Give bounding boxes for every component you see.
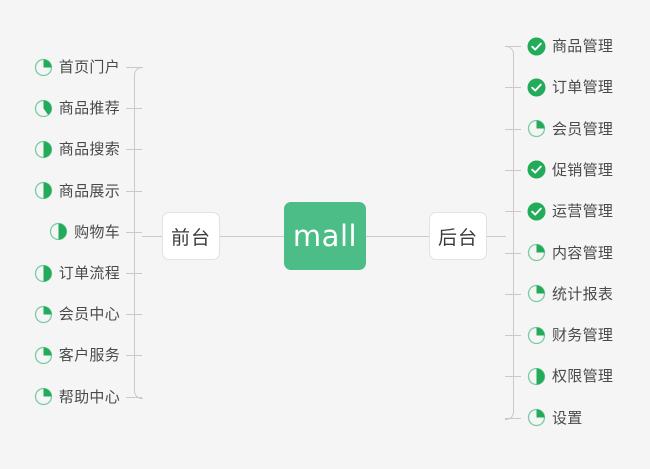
leaf-frontend-0[interactable]: 首页门户 (34, 55, 120, 79)
connector-stub (126, 67, 142, 68)
leaf-label: 会员管理 (552, 119, 614, 138)
progress-pie-icon (34, 58, 53, 77)
check-circle-icon (527, 160, 546, 179)
branch-bracket (505, 46, 514, 420)
leaf-frontend-8[interactable]: 帮助中心 (34, 385, 120, 409)
leaf-label: 运营管理 (552, 202, 614, 221)
branch-bracket (134, 67, 143, 399)
leaf-frontend-2[interactable]: 商品搜索 (34, 137, 120, 161)
leaf-label: 帮助中心 (58, 387, 120, 406)
leaf-frontend-7[interactable]: 客户服务 (34, 343, 120, 367)
check-circle-icon (527, 78, 546, 97)
leaf-label: 订单管理 (552, 78, 614, 97)
check-circle-icon (527, 37, 546, 56)
leaf-backend-1[interactable]: 订单管理 (527, 75, 613, 99)
check-circle-icon (527, 202, 546, 221)
leaf-label: 促销管理 (552, 160, 614, 179)
leaf-label: 会员中心 (58, 305, 120, 324)
leaf-label: 设置 (552, 408, 583, 427)
progress-pie-icon (527, 367, 546, 386)
leaf-frontend-6[interactable]: 会员中心 (34, 302, 120, 326)
leaf-label: 商品搜索 (58, 140, 120, 159)
node-root-mall[interactable]: mall (284, 202, 366, 270)
progress-pie-icon (34, 305, 53, 324)
leaf-label: 首页门户 (58, 58, 120, 76)
link-backend-to-bracket (487, 236, 506, 237)
connector-stub (505, 46, 521, 47)
connector-stub (505, 418, 521, 419)
link-frontend-to-bracket (142, 236, 162, 237)
progress-pie-icon (527, 284, 546, 303)
progress-pie-icon (34, 387, 53, 406)
leaf-backend-3[interactable]: 促销管理 (527, 158, 613, 182)
progress-pie-icon (34, 181, 53, 200)
link-root-to-backend (366, 236, 429, 237)
leaf-frontend-4[interactable]: 购物车 (49, 220, 120, 244)
leaf-label: 客户服务 (58, 346, 120, 365)
progress-pie-icon (34, 140, 53, 159)
progress-pie-icon (34, 264, 53, 283)
progress-pie-icon (49, 222, 68, 241)
leaf-label: 商品管理 (552, 37, 614, 55)
leaf-backend-6[interactable]: 统计报表 (527, 282, 613, 306)
progress-pie-icon (34, 346, 53, 365)
node-frontend[interactable]: 前台 (162, 212, 220, 260)
leaf-backend-8[interactable]: 权限管理 (527, 364, 613, 388)
leaf-backend-2[interactable]: 会员管理 (527, 117, 613, 141)
progress-pie-icon (527, 326, 546, 345)
connector-stub (126, 397, 142, 398)
leaf-label: 内容管理 (552, 243, 614, 262)
leaf-label: 商品展示 (58, 181, 120, 200)
progress-pie-icon (527, 243, 546, 262)
link-frontend-to-root (220, 236, 284, 237)
leaf-label: 商品推荐 (58, 99, 120, 118)
progress-pie-icon (34, 99, 53, 118)
leaf-backend-0[interactable]: 商品管理 (527, 34, 613, 58)
leaf-label: 订单流程 (58, 264, 120, 282)
leaf-frontend-5[interactable]: 订单流程 (34, 261, 120, 285)
leaf-backend-4[interactable]: 运营管理 (527, 199, 613, 223)
leaf-frontend-1[interactable]: 商品推荐 (34, 96, 120, 120)
progress-pie-icon (527, 119, 546, 138)
leaf-label: 购物车 (74, 222, 120, 241)
leaf-label: 财务管理 (552, 326, 614, 345)
leaf-backend-9[interactable]: 设置 (527, 406, 583, 430)
leaf-backend-5[interactable]: 内容管理 (527, 241, 613, 265)
node-backend[interactable]: 后台 (429, 212, 487, 260)
leaf-frontend-3[interactable]: 商品展示 (34, 179, 120, 203)
leaf-label: 权限管理 (552, 367, 614, 386)
leaf-backend-7[interactable]: 财务管理 (527, 323, 613, 347)
progress-pie-icon (527, 408, 546, 427)
leaf-label: 统计报表 (552, 284, 614, 303)
